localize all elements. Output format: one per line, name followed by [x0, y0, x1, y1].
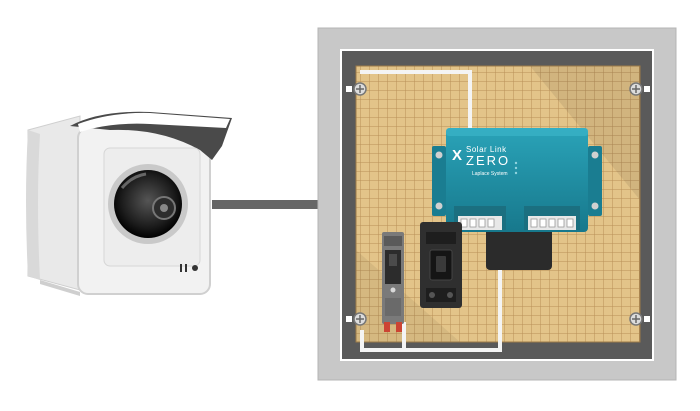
screw-icon [353, 82, 367, 96]
solar-link-zero-device: X Solar Link ZERO Laplace System [432, 128, 602, 270]
screw-icon [629, 82, 643, 96]
device-model-name: ZERO [466, 153, 510, 168]
terminal-block-icon [524, 206, 580, 230]
terminal-block-icon [454, 206, 506, 230]
device-maker-name: Laplace System [472, 171, 508, 177]
internal-wiring [360, 70, 502, 352]
screw-icon [629, 312, 643, 326]
device-brand-line: Solar Link [466, 145, 507, 154]
security-camera-icon [26, 111, 232, 296]
connection-cable [212, 200, 322, 209]
screw-icon [353, 312, 367, 326]
din-rail-relay-icon [382, 232, 404, 332]
circuit-breaker-icon [420, 222, 462, 308]
svg-text:X: X [452, 147, 462, 164]
